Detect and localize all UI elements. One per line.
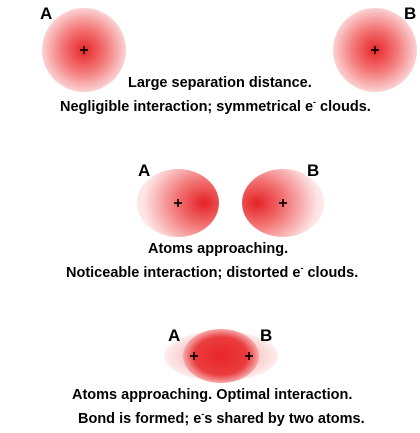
atom-b-label: B [404,4,417,23]
atom-b-label: B [307,161,320,180]
caption-line-2: Noticeable interaction; distorted e- clo… [66,259,358,282]
nucleus-b-plus-icon [245,352,253,360]
nucleus-b-plus-icon [371,46,379,54]
caption-superscript: - [313,97,317,107]
atom-a-label: A [138,161,151,180]
caption-text: Bond is formed; e [78,411,202,427]
nucleus-a-plus-icon [190,352,198,360]
nucleus-b-plus-icon [279,199,287,207]
caption-line-1: Large separation distance. [128,75,312,91]
caption-text: clouds. [303,265,359,281]
caption-superscript: - [300,263,304,273]
caption-text: Noticeable interaction; distorted e [66,265,301,281]
atom-b-label: B [260,326,273,345]
caption-text: Negligible interaction; symmetrical e [60,99,314,115]
caption-text: clouds. [316,99,371,115]
nucleus-a-plus-icon [80,46,88,54]
nucleus-a-plus-icon [174,199,182,207]
atom-a-label: A [40,4,53,23]
caption-line-1: Atoms approaching. Optimal interaction. [72,387,353,403]
caption-line-2: Bond is formed; e-s shared by two atoms. [78,405,365,428]
atom-a-label: A [168,326,181,345]
caption-text: s shared by two atoms. [204,411,365,427]
caption-line-1: Atoms approaching. [148,241,289,257]
bond-shared-cloud [183,329,259,383]
caption-superscript: - [201,409,205,419]
caption-line-2: Negligible interaction; symmetrical e- c… [60,93,371,116]
